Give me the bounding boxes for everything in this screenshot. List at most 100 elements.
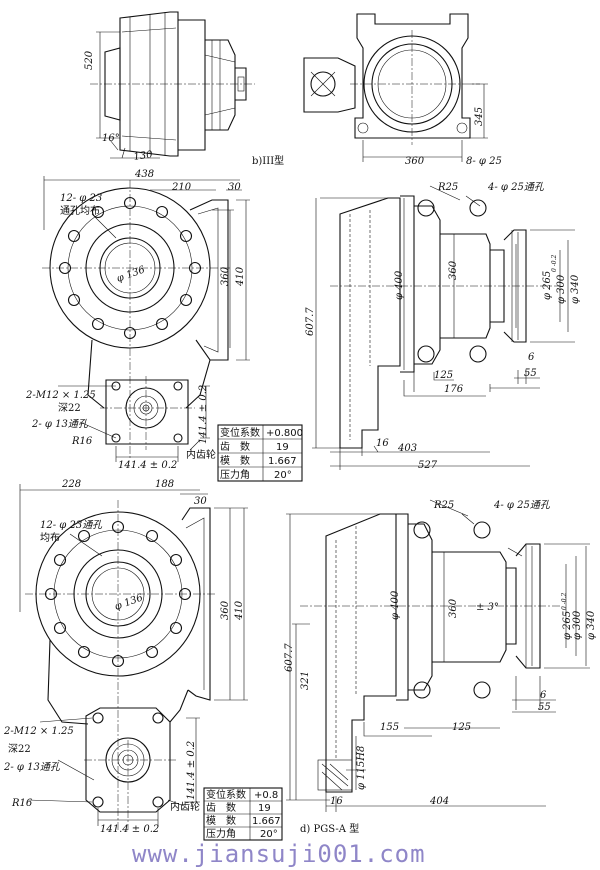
dim-16-deg: 16° bbox=[102, 133, 120, 144]
holes-8-phi25: 8- φ 25 bbox=[466, 156, 502, 167]
table-d-r1-k: 齿 数 bbox=[206, 801, 236, 814]
note-4-phi25-thru: 4- φ 25通孔 bbox=[493, 499, 551, 511]
dim-360: 360 bbox=[220, 266, 231, 286]
view-b-end-view bbox=[303, 13, 488, 162]
view-d-front bbox=[19, 484, 248, 830]
view-d-bolt-circle bbox=[44, 520, 192, 668]
table-d-r3-v: 20° bbox=[260, 829, 278, 840]
dim-345: 345 bbox=[474, 107, 485, 126]
dim-155: 155 bbox=[380, 722, 399, 733]
table-c-r3-k: 压力角 bbox=[220, 468, 250, 481]
dim-phi115h8: φ 115H8 bbox=[356, 746, 367, 790]
view-d-side-dims: R25 4- φ 25通孔 607.7 321 φ 400 360 ± 3° φ… bbox=[284, 499, 597, 807]
table-c-r3-v: 20° bbox=[274, 470, 292, 481]
caption-d: d) PGS-A 型 bbox=[300, 822, 359, 835]
table-d-r2-v: 1.667 bbox=[252, 816, 281, 827]
dim-phi265-tolerance: 0 -0.2 bbox=[551, 255, 558, 272]
dim-125: 125 bbox=[452, 722, 471, 733]
dim-410: 410 bbox=[235, 266, 246, 287]
caption-b: b)III型 bbox=[252, 154, 284, 167]
view-c-bolt-circle bbox=[58, 196, 202, 340]
view-c-side bbox=[312, 185, 575, 470]
dim-360: 360 bbox=[220, 600, 231, 620]
view-c-side-dims: R25 4- φ 25通孔 607.7 φ 400 360 φ 265 0 -0… bbox=[305, 181, 581, 471]
note-12-phi23: 12- φ 23 bbox=[60, 193, 102, 204]
view-b-left-dims: 520 16° 130 bbox=[84, 50, 154, 163]
dim-phi300: φ 300 bbox=[556, 274, 567, 304]
radius-r25: R25 bbox=[437, 182, 458, 193]
dim-607-7: 607.7 bbox=[305, 307, 316, 336]
radius-r16: R16 bbox=[71, 436, 93, 447]
table-d-r0-v: +0.8 bbox=[254, 790, 278, 801]
table-d-r0-k: 变位系数 bbox=[206, 788, 246, 801]
dim-607-7: 607.7 bbox=[284, 643, 295, 672]
view-c-gear-table: 变位系数 +0.800 齿 数 19 模 数 1.667 压力角 20° bbox=[217, 424, 303, 482]
dim-phi300: φ 300 bbox=[572, 610, 583, 640]
table-c-r2-k: 模 数 bbox=[220, 454, 250, 467]
table-c-r2-v: 1.667 bbox=[268, 456, 297, 467]
view-d-front-dims: 228 188 30 360 410 φ 136 141.4 ± 0.2 141… bbox=[3, 479, 245, 835]
dim-phi136: φ 136 bbox=[115, 264, 147, 285]
dim-321: 321 bbox=[300, 671, 311, 690]
radius-r16: R16 bbox=[11, 798, 33, 809]
note-evenly: 均布 bbox=[40, 532, 60, 544]
dim-410: 410 bbox=[234, 600, 245, 621]
dim-55: 55 bbox=[538, 702, 551, 713]
table-c-r0-k: 变位系数 bbox=[220, 426, 260, 439]
dim-55: 55 bbox=[524, 368, 537, 379]
dim-125: 125 bbox=[434, 370, 453, 381]
view-b-side-elevation bbox=[90, 11, 255, 159]
dim-176: 176 bbox=[444, 384, 464, 395]
view-d-side bbox=[286, 499, 590, 812]
dim-141-4-horizontal: 141.4 ± 0.2 bbox=[118, 460, 177, 471]
dim-6: 6 bbox=[528, 352, 535, 363]
dim-438: 438 bbox=[134, 169, 154, 180]
note-2-phi13-thru: 2- φ 13通孔 bbox=[3, 761, 61, 773]
view-c-front-dims: 438 210 30 360 410 φ 136 141.4 ± 0.2 141… bbox=[25, 169, 246, 471]
dim-phi400: φ 400 bbox=[390, 590, 401, 620]
dim-phi265: φ 265 bbox=[542, 271, 553, 300]
dim-141-4-vertical: 141.4 ± 0.2 bbox=[198, 385, 209, 444]
dim-16: 16 bbox=[330, 796, 343, 807]
label-internal-gear: 内齿轮 bbox=[186, 448, 216, 461]
note-m12-tap: 2-M12 × 1.25 bbox=[25, 390, 96, 401]
dim-360: 360 bbox=[405, 156, 425, 167]
table-c-r1-k: 齿 数 bbox=[220, 440, 250, 453]
note-12-phi23-thru: 12- φ 23通孔 bbox=[40, 519, 103, 531]
dim-30: 30 bbox=[228, 182, 241, 193]
dim-188: 188 bbox=[155, 479, 174, 490]
note-2-phi13-thru: 2- φ 13通孔 bbox=[31, 418, 89, 430]
watermark-url: www.jiansuji001.com bbox=[132, 840, 426, 868]
dim-phi265: φ 265 bbox=[562, 611, 573, 640]
note-m12-tap: 2-M12 × 1.25 bbox=[3, 726, 74, 737]
table-d-r3-k: 压力角 bbox=[206, 827, 236, 840]
radius-r25: R25 bbox=[433, 500, 454, 511]
view-d-gear-table: 变位系数 +0.8 齿 数 19 模 数 1.667 压力角 20° bbox=[203, 787, 283, 841]
dim-360-height: 360 bbox=[448, 598, 459, 618]
table-d-r1-v: 19 bbox=[258, 803, 271, 814]
table-d-r2-k: 模 数 bbox=[206, 814, 236, 827]
table-c-r1-v: 19 bbox=[276, 442, 289, 453]
dim-141-4-vertical: 141.4 ± 0.2 bbox=[186, 741, 197, 800]
dim-520: 520 bbox=[84, 50, 95, 70]
dim-228: 228 bbox=[61, 479, 81, 490]
dim-30: 30 bbox=[194, 496, 207, 507]
dim-6: 6 bbox=[540, 690, 547, 701]
view-b-right-dims: 345 360 8- φ 25 bbox=[405, 107, 502, 167]
note-thru-holes-even: 通孔均布 bbox=[60, 205, 100, 217]
dim-16: 16 bbox=[376, 438, 389, 449]
note-depth-22: 深22 bbox=[58, 402, 81, 414]
dim-130: 130 bbox=[133, 149, 154, 163]
dim-360-height: 360 bbox=[448, 260, 459, 280]
dim-phi340: φ 340 bbox=[586, 610, 597, 640]
note-4-phi25-thru: 4- φ 25通孔 bbox=[487, 181, 545, 193]
dim-phi340: φ 340 bbox=[570, 274, 581, 304]
dim-210: 210 bbox=[171, 182, 192, 193]
dim-527: 527 bbox=[418, 460, 438, 471]
dim-141-4-horizontal: 141.4 ± 0.2 bbox=[100, 824, 159, 835]
dim-phi265-tolerance: 0 -0.2 bbox=[561, 593, 568, 610]
note-depth-22: 深22 bbox=[8, 743, 31, 755]
table-c-r0-v: +0.800 bbox=[266, 428, 303, 439]
dim-phi400: φ 400 bbox=[394, 270, 405, 300]
